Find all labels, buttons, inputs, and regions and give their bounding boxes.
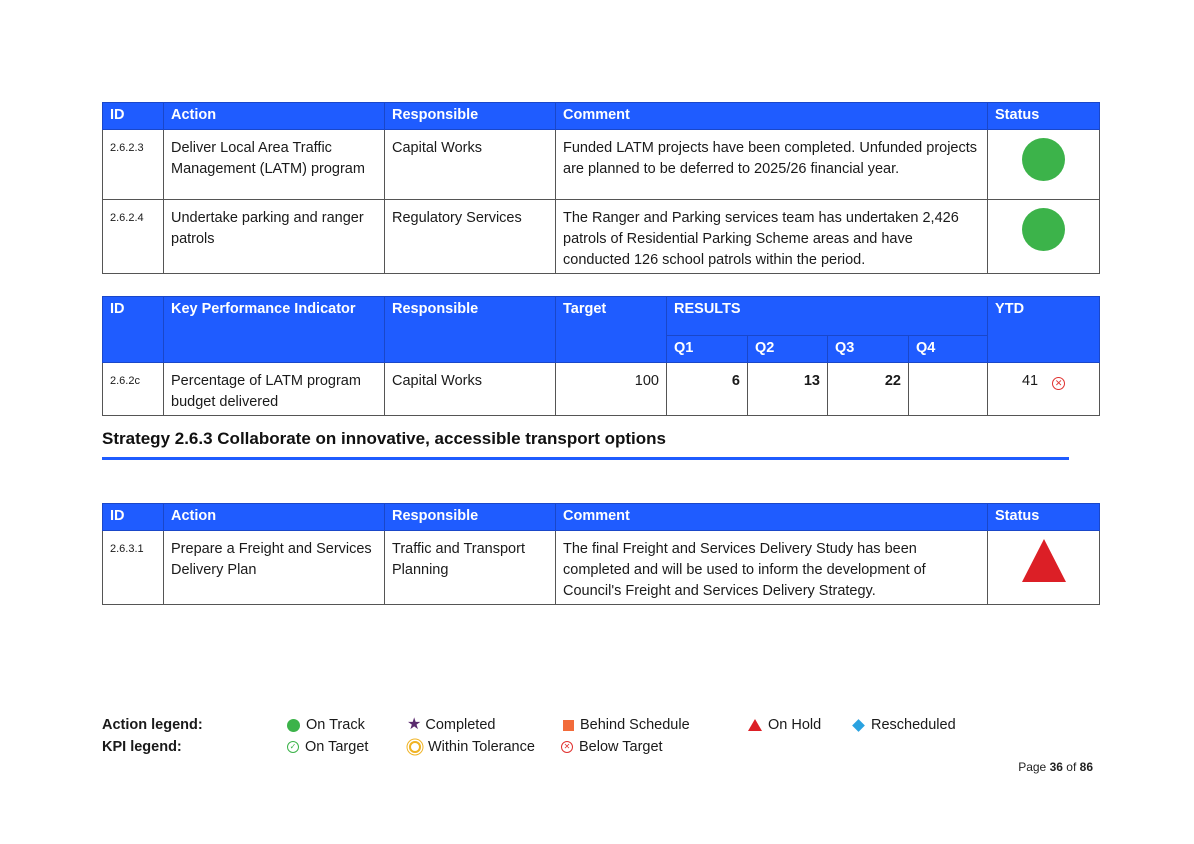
table-header-row: ID Action Responsible Comment Status	[102, 503, 1100, 531]
action-legend-label: Action legend:	[102, 717, 203, 733]
within-tolerance-ring-icon	[409, 741, 421, 754]
row-comment: Funded LATM projects have been completed…	[555, 129, 988, 200]
row-status	[987, 530, 1100, 605]
row-id: 2.6.2.3	[102, 129, 164, 200]
header-responsible: Responsible	[384, 296, 556, 363]
row-comment: The final Freight and Services Delivery …	[555, 530, 988, 605]
header-q3: Q3	[827, 335, 909, 363]
header-q2: Q2	[747, 335, 828, 363]
page-number: Page 36 of 86	[1018, 760, 1093, 774]
ytd-value: 41	[1021, 373, 1039, 389]
row-status	[987, 199, 1100, 274]
red-triangle-icon	[748, 719, 762, 732]
green-circle-icon	[1022, 138, 1065, 181]
row-id: 2.6.2.4	[102, 199, 164, 274]
header-action: Action	[163, 102, 385, 130]
header-status: Status	[987, 503, 1100, 531]
legend-on-target: ✓On Target	[287, 739, 368, 755]
legend-below-target: ✕Below Target	[561, 739, 663, 755]
row-responsible: Capital Works	[384, 129, 556, 200]
table-row: 2.6.2c Percentage of LATM program budget…	[102, 362, 1101, 416]
header-q4: Q4	[907, 335, 989, 363]
header-target: Target	[555, 296, 667, 363]
strategy-divider	[102, 457, 1069, 460]
table-header-row: ID Action Responsible Comment Status	[102, 102, 1100, 130]
star-icon: ★	[407, 716, 422, 734]
on-target-check-icon: ✓	[287, 741, 299, 754]
row-target: 100	[555, 362, 667, 416]
row-comment: The Ranger and Parking services team has…	[555, 199, 988, 274]
below-target-icon: ✕	[1052, 377, 1066, 390]
row-responsible: Regulatory Services	[384, 199, 556, 274]
header-status: Status	[987, 102, 1100, 130]
header-id: ID	[102, 296, 164, 363]
orange-square-icon	[563, 719, 574, 731]
legend-on-track: On Track	[287, 717, 365, 733]
row-ytd: 41 ✕	[987, 362, 1101, 416]
table-row: 2.6.2.4 Undertake parking and ranger pat…	[102, 199, 1100, 274]
header-action: Action	[163, 503, 385, 531]
table-header-row: ID Key Performance Indicator Responsible…	[102, 296, 1101, 363]
header-results: RESULTS	[665, 296, 989, 336]
row-action: Undertake parking and ranger patrols	[163, 199, 385, 274]
below-target-icon: ✕	[561, 741, 573, 754]
row-responsible: Traffic and Transport Planning	[384, 530, 556, 605]
row-action: Prepare a Freight and Services Delivery …	[163, 530, 385, 605]
green-circle-icon	[287, 718, 300, 732]
row-id: 2.6.3.1	[102, 530, 164, 605]
row-action: Deliver Local Area Traffic Management (L…	[163, 129, 385, 200]
legend-within-tolerance: Within Tolerance	[407, 739, 535, 755]
legend-behind-schedule: Behind Schedule	[563, 717, 690, 733]
header-q1: Q1	[666, 335, 748, 363]
row-kpi: Percentage of LATM program budget delive…	[163, 362, 385, 416]
kpi-legend-label: KPI legend:	[102, 739, 182, 755]
row-q4	[907, 362, 989, 416]
table-row: 2.6.3.1 Prepare a Freight and Services D…	[102, 530, 1100, 605]
legend-on-hold: On Hold	[748, 717, 821, 733]
table-subheader-row: Q1 Q2 Q3 Q4	[103, 335, 1100, 363]
blue-diamond-icon	[852, 718, 865, 732]
row-responsible: Capital Works	[384, 362, 556, 416]
kpi-table: ID Key Performance Indicator Responsible…	[102, 296, 1101, 416]
header-responsible: Responsible	[384, 503, 556, 531]
header-comment: Comment	[555, 503, 988, 531]
red-triangle-icon	[1021, 539, 1066, 582]
row-id: 2.6.2c	[102, 362, 164, 416]
header-id: ID	[102, 503, 164, 531]
row-status	[987, 129, 1100, 200]
row-q3: 22	[827, 362, 909, 416]
header-kpi: Key Performance Indicator	[163, 296, 385, 363]
header-responsible: Responsible	[384, 102, 556, 130]
legend-rescheduled: Rescheduled	[852, 717, 956, 733]
header-id: ID	[102, 102, 164, 130]
actions-table-2: ID Action Responsible Comment Status 2.6…	[102, 503, 1100, 605]
table-row: 2.6.2.3 Deliver Local Area Traffic Manag…	[102, 129, 1100, 200]
strategy-title: Strategy 2.6.3 Collaborate on innovative…	[102, 429, 666, 448]
header-ytd: YTD	[987, 296, 1101, 363]
header-comment: Comment	[555, 102, 988, 130]
legend-completed: ★Completed	[407, 716, 496, 734]
green-circle-icon	[1022, 208, 1065, 251]
row-q1: 6	[666, 362, 748, 416]
actions-table-1: ID Action Responsible Comment Status 2.6…	[102, 102, 1100, 274]
row-q2: 13	[747, 362, 828, 416]
